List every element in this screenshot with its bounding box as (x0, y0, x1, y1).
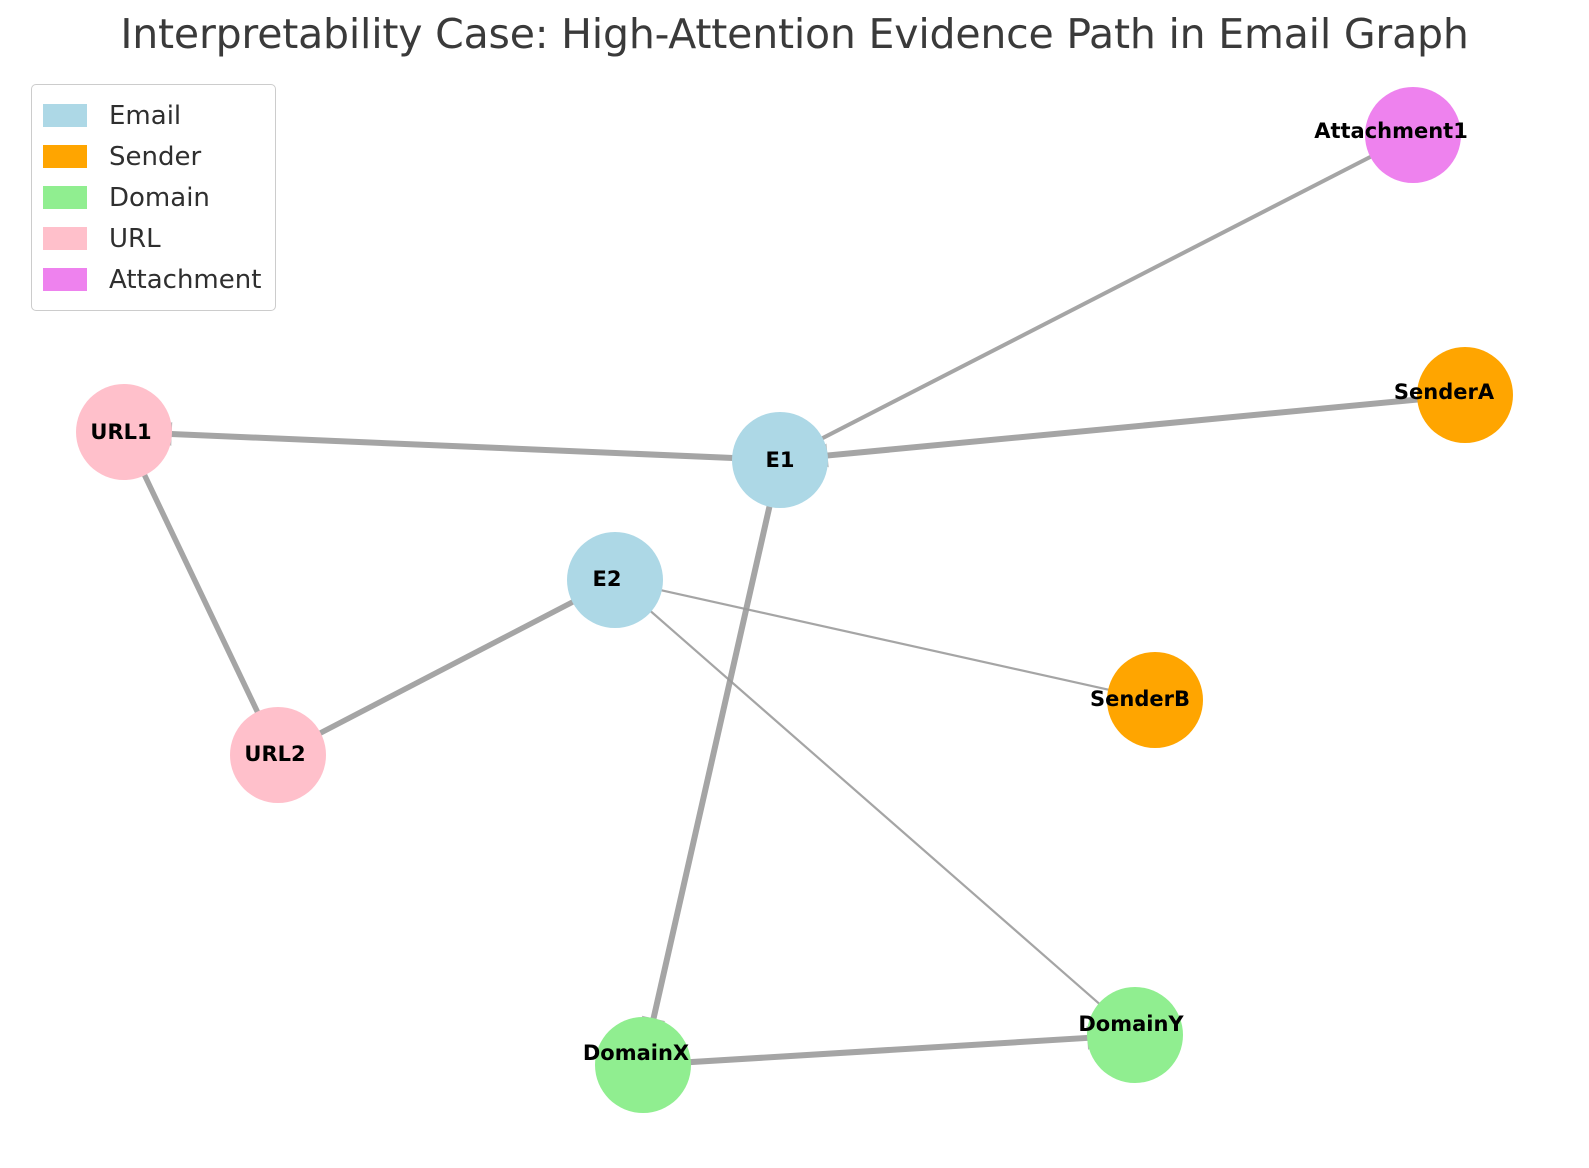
node-url1[interactable] (76, 384, 172, 480)
page-title: Interpretability Case: High-Attention Ev… (120, 10, 1469, 58)
node-senderb[interactable] (1107, 652, 1203, 748)
edge-SenderB-to-E2 (643, 580, 1130, 696)
node-domainx[interactable] (595, 1017, 691, 1113)
node-attachment1[interactable] (1365, 87, 1461, 183)
node-url2[interactable] (230, 707, 326, 803)
edge-SenderA-to-E1 (809, 394, 1440, 468)
legend-item-email: Email (43, 95, 261, 136)
legend-label: Email (109, 100, 182, 131)
legend-swatch-domain (43, 186, 87, 209)
edge-E1-to-URL1 (153, 422, 754, 462)
node-e2[interactable] (567, 532, 663, 628)
legend-label: Attachment (109, 264, 262, 295)
edge-E1-to-DomainX (641, 485, 778, 1037)
legend-swatch-attachment (43, 268, 87, 291)
legend-swatch-url (43, 227, 87, 250)
edge-DomainX-to-DomainY (669, 1025, 1106, 1067)
edge-E2-to-DomainY (634, 596, 1114, 1017)
node-domainy[interactable] (1087, 987, 1183, 1083)
legend-item-domain: Domain (43, 177, 261, 218)
legend-swatch-email (43, 104, 87, 127)
node-sendera[interactable] (1417, 347, 1513, 443)
edge-layer (132, 146, 1440, 1067)
legend-item-url: URL (43, 218, 261, 259)
legend-label: URL (109, 223, 161, 254)
legend-label: Sender (109, 141, 202, 172)
node-e1[interactable] (732, 412, 828, 508)
edge-E1-to-Attachment1 (802, 146, 1388, 450)
legend-item-attachment: Attachment (43, 259, 261, 300)
legend-label: Domain (109, 182, 210, 213)
node-layer (76, 87, 1513, 1113)
edge-E2-to-URL2 (303, 589, 593, 744)
legend-item-sender: Sender (43, 136, 261, 177)
edge-URL1-to-URL2 (132, 454, 269, 730)
legend-swatch-sender (43, 145, 87, 168)
